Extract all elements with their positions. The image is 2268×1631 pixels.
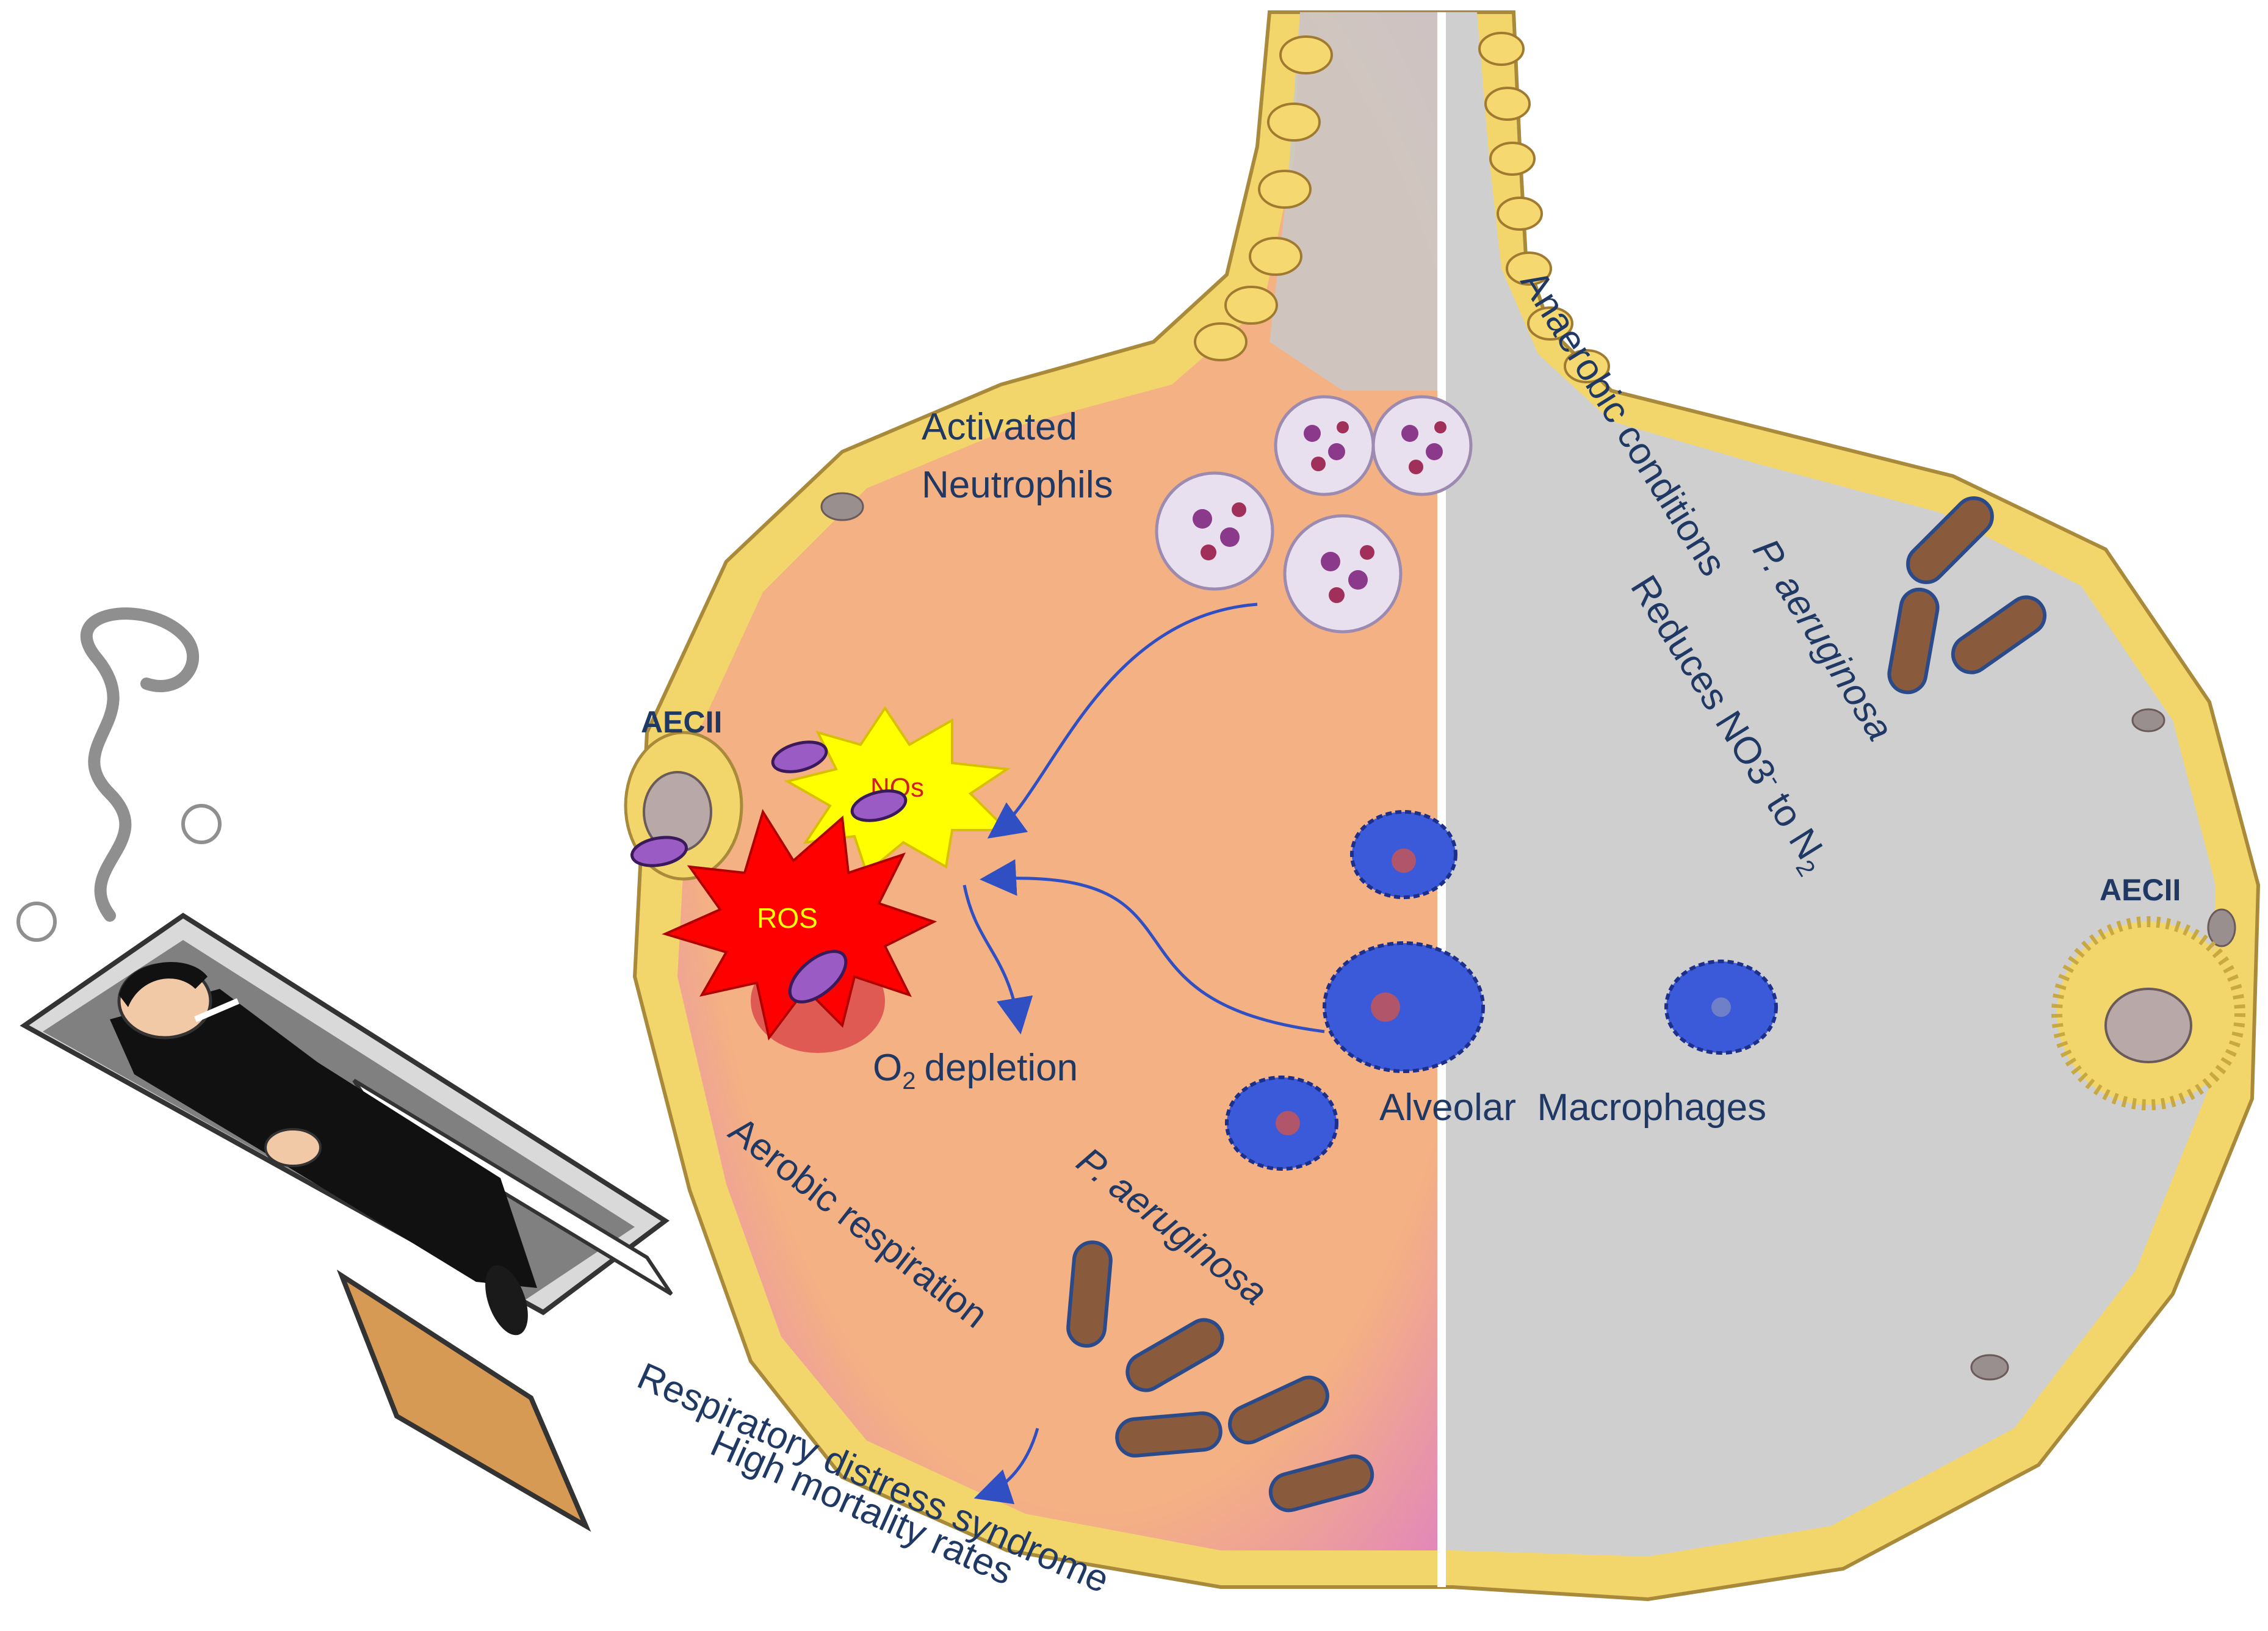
pseudomonas-icon — [1906, 496, 1994, 584]
pseudomonas-icon — [1268, 1454, 1374, 1513]
macrophage-icon — [1323, 941, 1485, 1073]
cigarette-filter — [336, 1269, 591, 1532]
aecii-right-cell — [2051, 916, 2245, 1110]
pseudomonas-icon — [1066, 1240, 1113, 1348]
neutrophil-arrow — [987, 602, 1258, 839]
duct-cells-left — [1194, 35, 1333, 361]
arrows — [962, 602, 1325, 1505]
mitochondria — [630, 740, 908, 1004]
cigarette-in-mouth — [194, 998, 239, 1022]
mitochondrion-icon — [788, 950, 848, 1004]
pseudomonas-icon — [1228, 1375, 1329, 1445]
left-alveolar-space — [677, 12, 1440, 1550]
alveolus — [624, 10, 2261, 1602]
man-hand — [264, 1128, 322, 1167]
activated-label: Activated — [922, 406, 1077, 448]
ros-label: ROS — [757, 902, 818, 934]
smoke — [81, 607, 200, 922]
neutrophil-icon — [1283, 514, 1403, 634]
man-body — [110, 989, 537, 1288]
mitochondrion-icon — [630, 836, 688, 867]
mitochondrion-icon — [850, 789, 908, 822]
bacteria-left — [1066, 1240, 1374, 1513]
bacteria-right — [1887, 496, 2047, 695]
left-duct — [1269, 12, 1440, 391]
neutrophils-label: Neutrophils — [922, 464, 1113, 506]
pseudomonas-icon — [1115, 1411, 1222, 1458]
wall-nuclei — [820, 492, 2236, 1381]
aecii-right-label: AECII — [2100, 873, 2181, 907]
aecii-left-label: AECII — [641, 705, 722, 739]
neutrophil-icon — [1371, 395, 1473, 496]
neutrophil-icon — [1155, 471, 1274, 591]
alveolar-macrophages-label: Alveolar Macrophages — [1379, 1087, 1766, 1129]
right-alveolar-space — [1440, 12, 2216, 1557]
pseudomonas-icon — [1125, 1318, 1224, 1392]
pseudomonas-icon — [1887, 587, 1940, 695]
man-hair — [119, 962, 208, 1007]
macrophages — [1225, 810, 1778, 1171]
duct-cells-right — [1478, 32, 1610, 383]
pseudomonas-icon — [1951, 595, 2047, 674]
ros-burst: ROS — [662, 809, 937, 1041]
macrophage-icon — [1350, 810, 1457, 899]
smoke-puff — [16, 902, 57, 942]
distress-arrow — [973, 1428, 1039, 1505]
smoking-man-illustration — [16, 607, 673, 1532]
macrophage-arrow — [980, 859, 1325, 1033]
neutrophil-icon — [1274, 395, 1375, 496]
macrophage-icon — [1225, 1076, 1338, 1171]
neutrophils — [1155, 395, 1473, 634]
mitochondrion-icon — [771, 740, 828, 773]
macrophage-icon — [1664, 960, 1778, 1055]
o2-arrow — [962, 884, 1033, 1035]
man-shoe — [485, 1265, 528, 1336]
smoke-puff — [181, 804, 222, 844]
